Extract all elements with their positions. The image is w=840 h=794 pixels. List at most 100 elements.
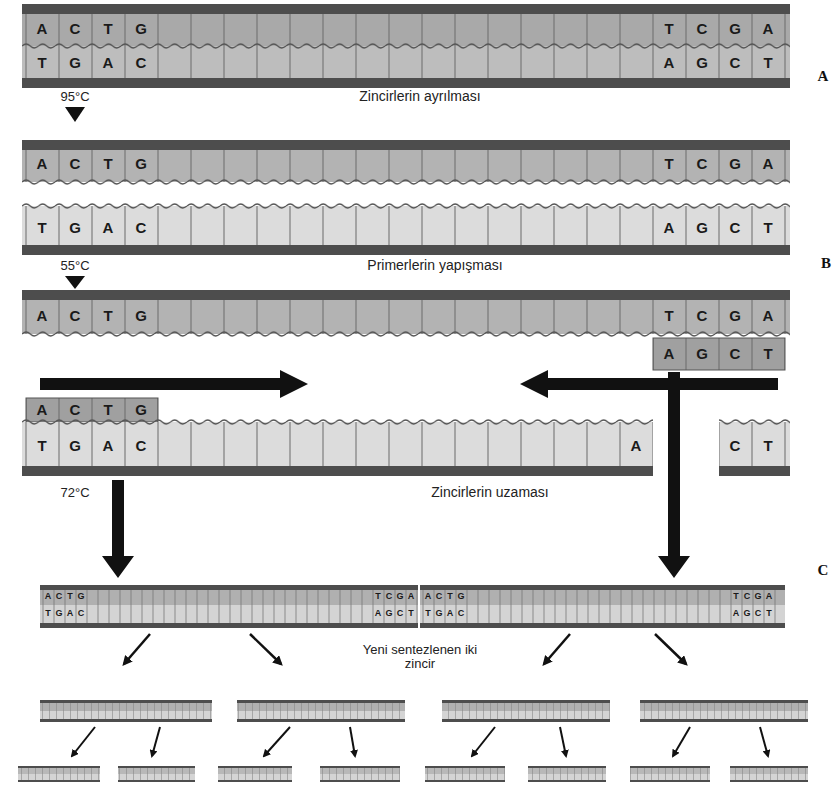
base-letter: C — [697, 308, 708, 325]
temperature-label: 95°C — [60, 90, 89, 104]
note-label: Yeni sentezlenen iki zincir — [361, 643, 479, 672]
panel-letter: C — [818, 562, 829, 579]
base-letter: T — [664, 156, 673, 173]
base-letter: C — [436, 592, 443, 602]
base-letter: A — [408, 592, 415, 602]
base-letter: C — [70, 21, 81, 38]
base-letter: A — [763, 156, 774, 173]
primer-letter: T — [763, 346, 772, 363]
base-letter: G — [729, 156, 741, 173]
base-letter: G — [729, 308, 741, 325]
panel-letter: A — [818, 68, 829, 85]
base-letter: C — [730, 55, 741, 72]
base-letter: A — [664, 220, 675, 237]
base-letter: G — [743, 609, 750, 619]
base-letter: A — [631, 438, 642, 455]
base-letter: G — [69, 55, 81, 72]
primer-letter: C — [730, 346, 741, 363]
base-letter: A — [766, 592, 773, 602]
primer-letter: A — [664, 346, 675, 363]
base-letter: T — [45, 609, 51, 619]
down-arrow — [658, 372, 690, 578]
primer-letter: T — [103, 402, 112, 419]
base-letter: A — [763, 21, 774, 38]
base-letter: A — [664, 55, 675, 72]
temperature-label: 55°C — [60, 259, 89, 273]
base-letter: C — [136, 55, 147, 72]
base-letter: G — [77, 592, 84, 602]
synthesis-arrow — [40, 370, 308, 398]
step-triangle — [65, 276, 85, 289]
base-letter: T — [763, 438, 772, 455]
base-letter: C — [744, 592, 751, 602]
dna-product — [40, 585, 418, 628]
step-label: Primerlerin yapışması — [367, 258, 502, 273]
base-letter: C — [136, 438, 147, 455]
base-letter: G — [696, 55, 708, 72]
base-letter: A — [45, 592, 52, 602]
base-letter: T — [103, 156, 112, 173]
base-letter: C — [70, 308, 81, 325]
step-label: Zincirlerin ayrılması — [359, 89, 480, 104]
base-letter: G — [55, 609, 62, 619]
base-letter: C — [697, 21, 708, 38]
down-arrow — [102, 480, 134, 578]
primer-letter: G — [135, 402, 147, 419]
base-letter: G — [69, 438, 81, 455]
split-arrow — [72, 727, 768, 756]
base-letter: A — [37, 156, 48, 173]
base-letter: T — [447, 592, 453, 602]
base-letter: C — [136, 220, 147, 237]
base-letter: G — [396, 592, 403, 602]
base-letter: T — [733, 592, 739, 602]
base-letter: A — [763, 308, 774, 325]
base-letter: G — [457, 592, 464, 602]
synthesis-arrow — [520, 370, 778, 398]
base-letter: T — [408, 609, 414, 619]
primer-letter: A — [37, 402, 48, 419]
base-letter: T — [763, 220, 772, 237]
base-letter: T — [763, 55, 772, 72]
base-letter: T — [103, 21, 112, 38]
base-letter: T — [37, 438, 46, 455]
base-letter: G — [754, 592, 761, 602]
base-letter: A — [733, 609, 740, 619]
base-letter: G — [435, 609, 442, 619]
step-label: Zincirlerin uzaması — [431, 485, 548, 500]
base-letter: G — [135, 308, 147, 325]
base-letter: C — [458, 609, 465, 619]
base-letter: C — [56, 592, 63, 602]
base-letter: G — [696, 220, 708, 237]
base-letter: T — [425, 609, 431, 619]
base-letter: A — [67, 609, 74, 619]
base-letter: C — [397, 609, 404, 619]
base-letter: C — [730, 438, 741, 455]
primer-letter: G — [696, 346, 708, 363]
base-letter: C — [70, 156, 81, 173]
temperature-label: 72°C — [60, 486, 89, 500]
base-letter: A — [37, 308, 48, 325]
base-letter: A — [375, 609, 382, 619]
base-letter: A — [425, 592, 432, 602]
base-letter: C — [697, 156, 708, 173]
base-letter: T — [37, 220, 46, 237]
primer-letter: C — [70, 402, 81, 419]
double-strand-dna — [22, 4, 790, 88]
base-letter: T — [664, 308, 673, 325]
base-letter: T — [664, 21, 673, 38]
base-letter: A — [103, 438, 114, 455]
step-triangle — [65, 107, 85, 122]
base-letter: G — [385, 609, 392, 619]
base-letter: T — [67, 592, 73, 602]
base-letter: A — [103, 55, 114, 72]
base-letter: C — [386, 592, 393, 602]
base-letter: C — [755, 609, 762, 619]
base-letter: T — [37, 55, 46, 72]
dna-product — [420, 585, 785, 628]
dna-copy — [40, 700, 808, 722]
base-letter: G — [729, 21, 741, 38]
panel-letter: B — [821, 255, 831, 272]
base-letter: G — [69, 220, 81, 237]
